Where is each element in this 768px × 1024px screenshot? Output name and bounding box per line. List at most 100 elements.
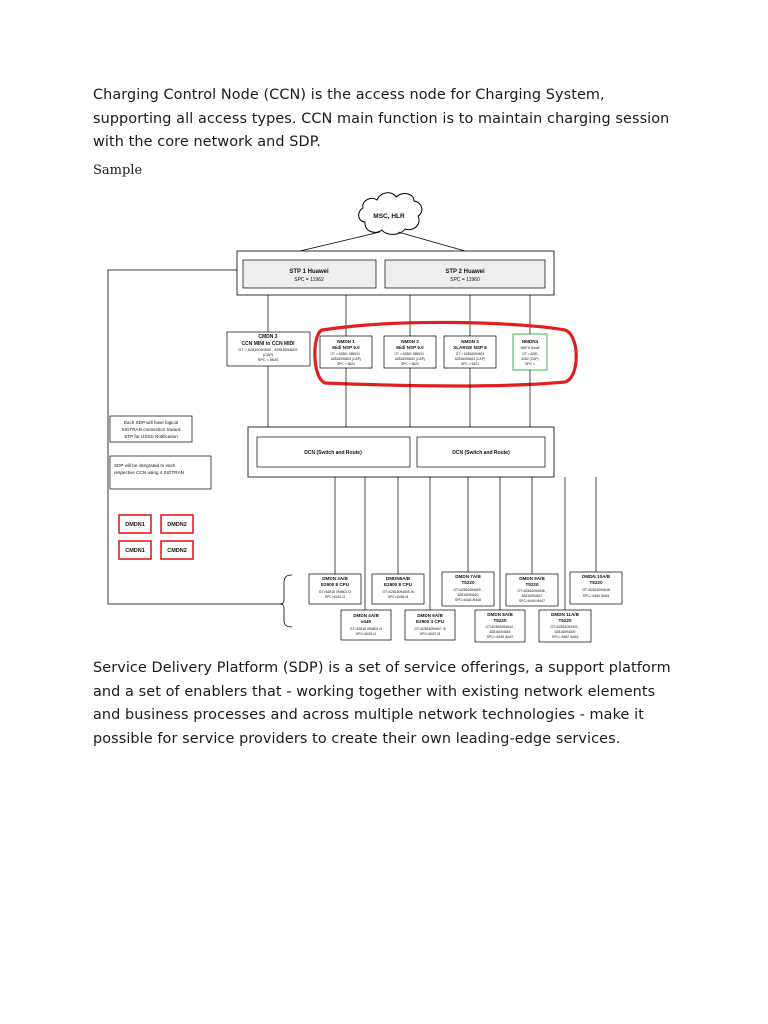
dmdn-9ab-line2: T5220: [525, 582, 538, 587]
dmdn-bracket: [279, 574, 293, 628]
legend-dmdn1-label: DMDN1: [125, 522, 145, 528]
dmdn-6ab-line1: DMDN 6A/B: [417, 613, 443, 618]
nmdn1-box: NMDN 1 Midi NSP 5.0 GT = 62861 065024 , …: [319, 335, 373, 369]
dmdn-4ab: DMDN 4A/B v440 GT=62816 094603 /4 SPC=64…: [340, 609, 392, 641]
legend-cmdn1-label: CMDN1: [125, 548, 145, 554]
dmdn-3ab-line3: GT=62816 094601 /2: [319, 590, 351, 594]
nmdn2-line3: GT = 62861 065024 ,: [394, 352, 425, 356]
dmdn-11ab-line3: GT=62816094302 ,: [550, 625, 579, 629]
nmdn3-line3: GT = 62816094623: [456, 352, 485, 356]
dmdn-3ab-line2: E2900 8 CPU: [321, 582, 350, 587]
dcn1-label: DCN (Switch and Route): [304, 450, 362, 456]
nmdn1-line4: 62816094603 (CAP): [331, 357, 361, 361]
nmdn2-line5: SPC = 6620: [401, 362, 419, 366]
note1-line3: STP for USSD Notification: [124, 434, 178, 439]
dmdn-5ab-line1: DMDN5A/B: [386, 576, 411, 581]
note1-line2: SIGTRAN connection toward: [122, 427, 181, 432]
dmdn-4ab-line2: v440: [361, 619, 372, 624]
nmdn4-line3: GT = 6281: [522, 352, 538, 356]
nmdn3-line4: 62816094624 (CAP): [455, 357, 485, 361]
nmdn4-line5: SPC =: [525, 362, 535, 366]
note1-line1: Each SDP will have logical: [124, 420, 178, 425]
stp1-spc: SPC = 11962: [294, 277, 324, 283]
dcn1-box: DCN (Switch and Route): [256, 436, 411, 468]
nmdn2-line4: 62816094622 (CAP): [395, 357, 425, 361]
dmdn-6ab: DMDN 6A/B E2900 4 CPU GT=62816094607 /8 …: [404, 609, 456, 641]
dmdn-9ab-line3: GT=62816094646 ,: [517, 589, 546, 593]
dmdn-8ab-line2: T5220: [493, 618, 506, 623]
stp1-box: STP 1 Huawei SPC = 11962: [242, 259, 377, 289]
sample-label: Sample: [93, 163, 143, 178]
legend-dmdn1: DMDN1: [118, 514, 152, 534]
dmdn-9ab-line4: 62816094647: [522, 594, 543, 598]
nmdn4-box: NMDN4 NSP 6 Small GT = 6281 6282 (CAP) S…: [512, 333, 548, 371]
dmdn-11ab: DMDN 11A/B T5220 GT=62816094302 , 628160…: [538, 609, 592, 643]
nmdn2-line2: Midi NSP 5.0: [396, 345, 424, 350]
cmdn3-box: CMDN 3 CCN MINI to CCN MIDI GT = 6281609…: [226, 331, 311, 367]
stp2-title: STP 2 Huawei: [445, 269, 485, 275]
nmdn4-line2: NSP 6 Small: [521, 346, 540, 350]
stp1-title: STP 1 Huawei: [289, 269, 329, 275]
dmdn-7ab-line1: DMDN 7A/B: [455, 574, 481, 579]
nmdn1-line5: SPC = 6624: [337, 362, 355, 366]
dmdn-3ab: DMDN 3A/B E2900 8 CPU GT=62816 094601 /2…: [308, 573, 362, 605]
stp2-spc: SPC = 11960: [450, 277, 480, 283]
msc-hlr-cloud: MSC, HLR: [358, 192, 423, 235]
sigtran-note-2: SDP will be integrated to each respectiv…: [109, 455, 212, 490]
legend-dmdn2-label: DMDN2: [167, 522, 187, 528]
dmdn-3ab-line4: SPC=6431 /2: [325, 595, 345, 599]
cloud-label: MSC, HLR: [373, 213, 405, 220]
dmdn-8ab-line3: GT=62816094644 ,: [485, 625, 514, 629]
dmdn-7ab-line5: SPC=6444 /6448: [455, 598, 481, 602]
cmdn3-line5: SPC = 6620: [258, 358, 279, 362]
intro-paragraph: Charging Control Node (CCN) is the acces…: [93, 87, 670, 151]
dmdn-11ab-line2: T5220: [558, 618, 571, 623]
dmdn-5ab: DMDN5A/B E2900 8 CPU GT=62816094605 /6 S…: [371, 573, 425, 605]
stp2-box: STP 2 Huawei SPC = 11960: [384, 259, 546, 289]
nmdn3-line5: SPC = 6421: [461, 362, 479, 366]
dmdn-10ab: DMDN 10A/B T5220 GT=62816094648 SPC= 646…: [569, 571, 623, 605]
cmdn3-line4: (CAP): [263, 353, 274, 357]
dmdn-7ab-line3: GT=62816094609 ,: [453, 588, 482, 592]
dmdn-4ab-line4: SPC=6433 /4: [356, 632, 376, 636]
dmdn-8ab-line1: DMDN 8A/B: [487, 612, 513, 617]
nmdn2-line1: NMDN 2: [401, 339, 419, 344]
dmdn-3ab-line1: DMDN 3A/B: [322, 576, 348, 581]
dmdn-8ab-line5: SPC= 6446 /6447: [487, 635, 514, 639]
dmdn-6ab-line4: SPC=6437 /8: [420, 632, 440, 636]
dcn2-box: DCN (Switch and Route): [416, 436, 546, 468]
legend-cmdn1: CMDN1: [118, 540, 152, 560]
sigtran-note-1: Each SDP will have logical SIGTRAN conne…: [109, 415, 193, 443]
legend-dmdn2: DMDN2: [160, 514, 194, 534]
dmdn-6ab-line2: E2900 4 CPU: [416, 619, 445, 624]
cmdn3-line3: GT = 62816094600 , 62816094602: [238, 348, 297, 352]
nmdn3-box: NMDN 3 XLARGE NSP 6 GT = 62816094623 628…: [443, 335, 497, 369]
dmdn-8ab: DMDN 8A/B T5220 GT=62816094644 , 6281609…: [474, 609, 526, 643]
dmdn-6ab-line3: GT=62816094607 /8: [414, 627, 445, 631]
dmdn-7ab-line2: T5220: [461, 580, 474, 585]
nmdn3-line1: NMDN 3: [461, 339, 479, 344]
legend-cmdn2-label: CMDN2: [167, 548, 187, 554]
dmdn-10ab-line1: DMDN 10A/B: [582, 574, 611, 579]
dmdn-8ab-line4: 62816094645: [490, 630, 511, 634]
nmdn2-box: NMDN 2 Midi NSP 5.0 GT = 62861 065024 , …: [383, 335, 437, 369]
dmdn-10ab-line3: GT=62816094648: [582, 588, 610, 592]
nmdn4-line4: 6282 (CAP): [521, 357, 538, 361]
dmdn-9ab-line1: DMDN 9A/B: [519, 576, 545, 581]
nmdn4-line1: NMDN4: [522, 339, 539, 344]
dmdn-10ab-line2: T5220: [589, 580, 602, 585]
dmdn-10ab-line4: SPC= 6460 /6461: [583, 594, 610, 598]
cmdn3-line1: CMDN 3: [258, 334, 277, 340]
dmdn-11ab-line4: 62816094300: [555, 630, 576, 634]
dmdn-4ab-line1: DMDN 4A/B: [353, 613, 379, 618]
dmdn-4ab-line3: GT=62816 094603 /4: [350, 627, 382, 631]
dcn2-label: DCN (Switch and Route): [452, 450, 510, 456]
dmdn-9ab: DMDN 9A/B T5220 GT=62816094646 , 6281609…: [505, 573, 559, 607]
dmdn-5ab-line4: SPC=6435 /6: [388, 595, 408, 599]
sdp-paragraph: Service Delivery Platform (SDP) is a set…: [93, 660, 671, 748]
dmdn-11ab-line5: SPC= 6462 /6463: [552, 635, 579, 639]
dmdn-7ab-line4: 62816094610: [458, 593, 479, 597]
note2-line1: SDP will be integrated to each: [114, 463, 176, 468]
dmdn-5ab-line3: GT=62816094605 /6: [382, 590, 413, 594]
